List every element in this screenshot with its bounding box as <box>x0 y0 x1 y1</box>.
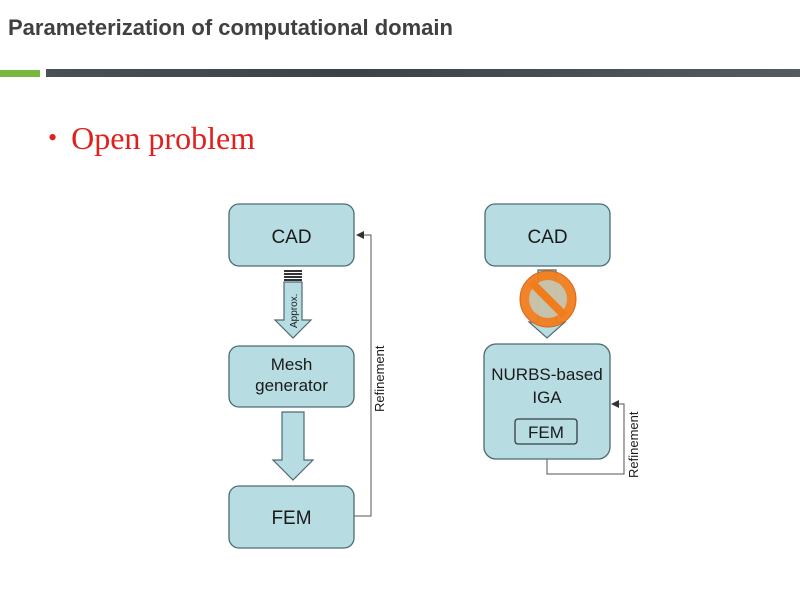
mesh-label-line2: generator <box>255 376 328 395</box>
approx-arrow: Approx. <box>273 270 313 339</box>
no-entry-icon <box>519 270 577 328</box>
nurbs-label-line2: IGA <box>532 388 562 407</box>
bullet-dot: • <box>48 123 58 152</box>
right-refinement-loop <box>546 400 625 475</box>
right-fem-label: FEM <box>528 423 564 442</box>
bullet-text: Open problem <box>71 120 256 156</box>
mesh-generator-box: Mesh generator <box>228 345 355 408</box>
inner-fem-box <box>514 418 578 445</box>
title-accent-bar <box>0 70 40 77</box>
left-fem-box: FEM <box>228 485 355 549</box>
left-refinement-loop <box>354 231 372 517</box>
nurbs-iga-box: NURBS-based IGA FEM <box>483 343 611 460</box>
mesh-to-fem-arrow <box>271 411 315 481</box>
slide-title: Parameterization of computational domain <box>8 15 453 40</box>
approx-label: Approx. <box>289 294 300 328</box>
right-cad-label: CAD <box>527 227 567 248</box>
mesh-label-line1: Mesh <box>271 355 313 374</box>
right-refinement-label: Refinement <box>626 411 641 478</box>
bullet-item: • Open problem <box>48 120 255 157</box>
left-cad-label: CAD <box>271 227 311 248</box>
right-cad-box: CAD <box>484 203 611 267</box>
left-cad-box: CAD <box>228 203 355 267</box>
left-workflow: CAD Approx. Mesh generator FEM Refinemen… <box>228 203 387 549</box>
right-workflow: CAD NURBS-based IGA FEM Refinement <box>483 203 641 478</box>
nurbs-label-line1: NURBS-based <box>491 365 603 384</box>
left-fem-label: FEM <box>271 508 311 529</box>
title-divider-bar <box>46 69 800 77</box>
left-refinement-label: Refinement <box>372 345 387 412</box>
